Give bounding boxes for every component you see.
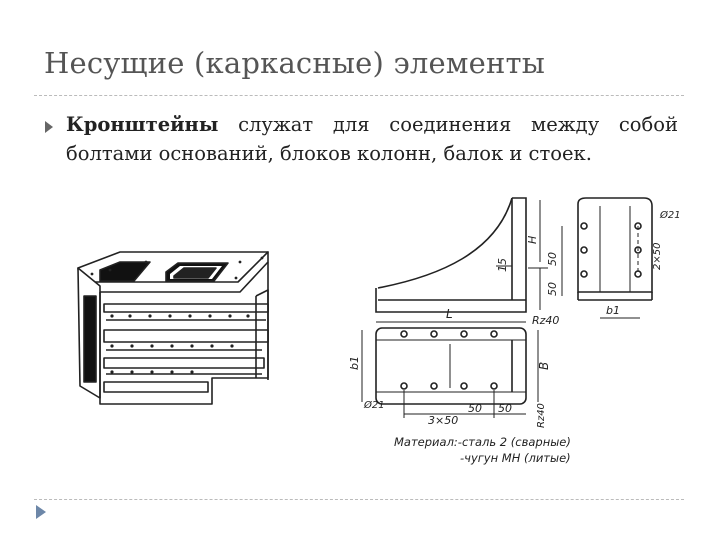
label-rz40-top: Rz40	[532, 314, 559, 327]
label-rz40-bottom: Rz40	[536, 403, 547, 428]
label-50-upper: 50	[546, 252, 559, 266]
dimension-labels: H 15 50 50 L Rz40 b1 Ø21 2×50 b1 B Ø21 3…	[348, 209, 681, 465]
label-50-plan-b: 50	[498, 402, 512, 415]
material-note-line2: -чугун МН (литые)	[460, 451, 571, 465]
label-b: B	[537, 362, 551, 370]
label-l: L	[446, 307, 453, 321]
bracket-front-view	[561, 197, 653, 319]
label-15: 15	[496, 258, 509, 272]
bullet-arrow-icon	[45, 121, 53, 133]
bracket-side-view	[375, 197, 548, 323]
label-dia21-front: Ø21	[659, 209, 681, 221]
label-h: H	[526, 236, 539, 244]
footer-divider	[34, 499, 684, 500]
slide-title: Несущие (каркасные) элементы	[44, 46, 546, 80]
bracket-plan-view	[361, 327, 539, 418]
next-slide-arrow-icon[interactable]	[36, 505, 46, 519]
label-50-lower: 50	[546, 282, 559, 296]
label-3x50: 3×50	[428, 414, 458, 427]
bullet-term: Кронштейны	[66, 113, 219, 136]
label-50-plan-a: 50	[468, 402, 482, 415]
bullet-paragraph: Кронштейны служат для соединения между с…	[66, 110, 678, 168]
title-divider	[34, 95, 684, 96]
label-b1-front: b1	[606, 304, 620, 317]
label-2x50: 2×50	[652, 243, 663, 270]
machine-body-illustration	[77, 251, 269, 405]
label-dia21-plan: Ø21	[363, 399, 385, 411]
label-b1-plan: b1	[348, 356, 361, 370]
bullet-body: служат для соединения между собой болтам…	[66, 113, 678, 165]
material-note-line1: Материал:-сталь 2 (сварные)	[394, 435, 571, 449]
